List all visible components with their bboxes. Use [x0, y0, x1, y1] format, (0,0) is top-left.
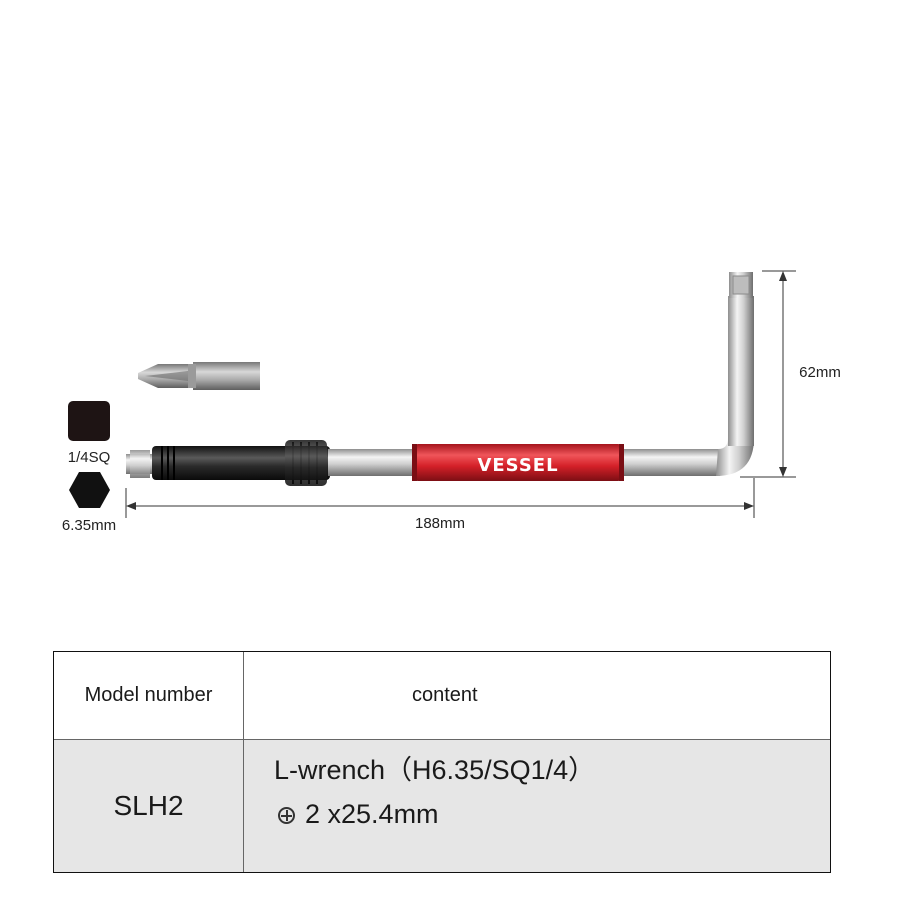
content-line-wrench: L-wrench（H6.35/SQ1/4） — [274, 755, 596, 785]
model-value: SLH2 — [54, 740, 244, 872]
square-drive-label: 1/4SQ — [68, 449, 111, 466]
height-label: 62mm — [799, 364, 841, 381]
header-model-number: Model number — [54, 652, 244, 740]
bit-size-label: 2 x25.4mm — [305, 799, 439, 829]
length-dimension — [125, 478, 755, 518]
brand-logo: VESSEL — [477, 455, 558, 476]
hex-icon — [69, 472, 110, 508]
height-dimension — [740, 270, 796, 478]
product-diagram: 1/4SQ 6.35mm VESSEL — [62, 270, 841, 534]
phillips-plus-icon — [278, 807, 295, 824]
content-cell: L-wrench（H6.35/SQ1/4） 2 x25.4mm — [244, 740, 830, 872]
l-wrench-icon — [126, 272, 754, 486]
square-drive-icon — [68, 401, 110, 441]
header-content: content — [244, 652, 830, 740]
length-label: 188mm — [415, 515, 465, 532]
content-line-bit: 2 x25.4mm — [274, 792, 830, 836]
spec-table: Model number content SLH2 L-wrench（H6.35… — [53, 651, 831, 873]
hex-label: 6.35mm — [62, 517, 116, 534]
phillips-bit-icon — [138, 362, 260, 390]
